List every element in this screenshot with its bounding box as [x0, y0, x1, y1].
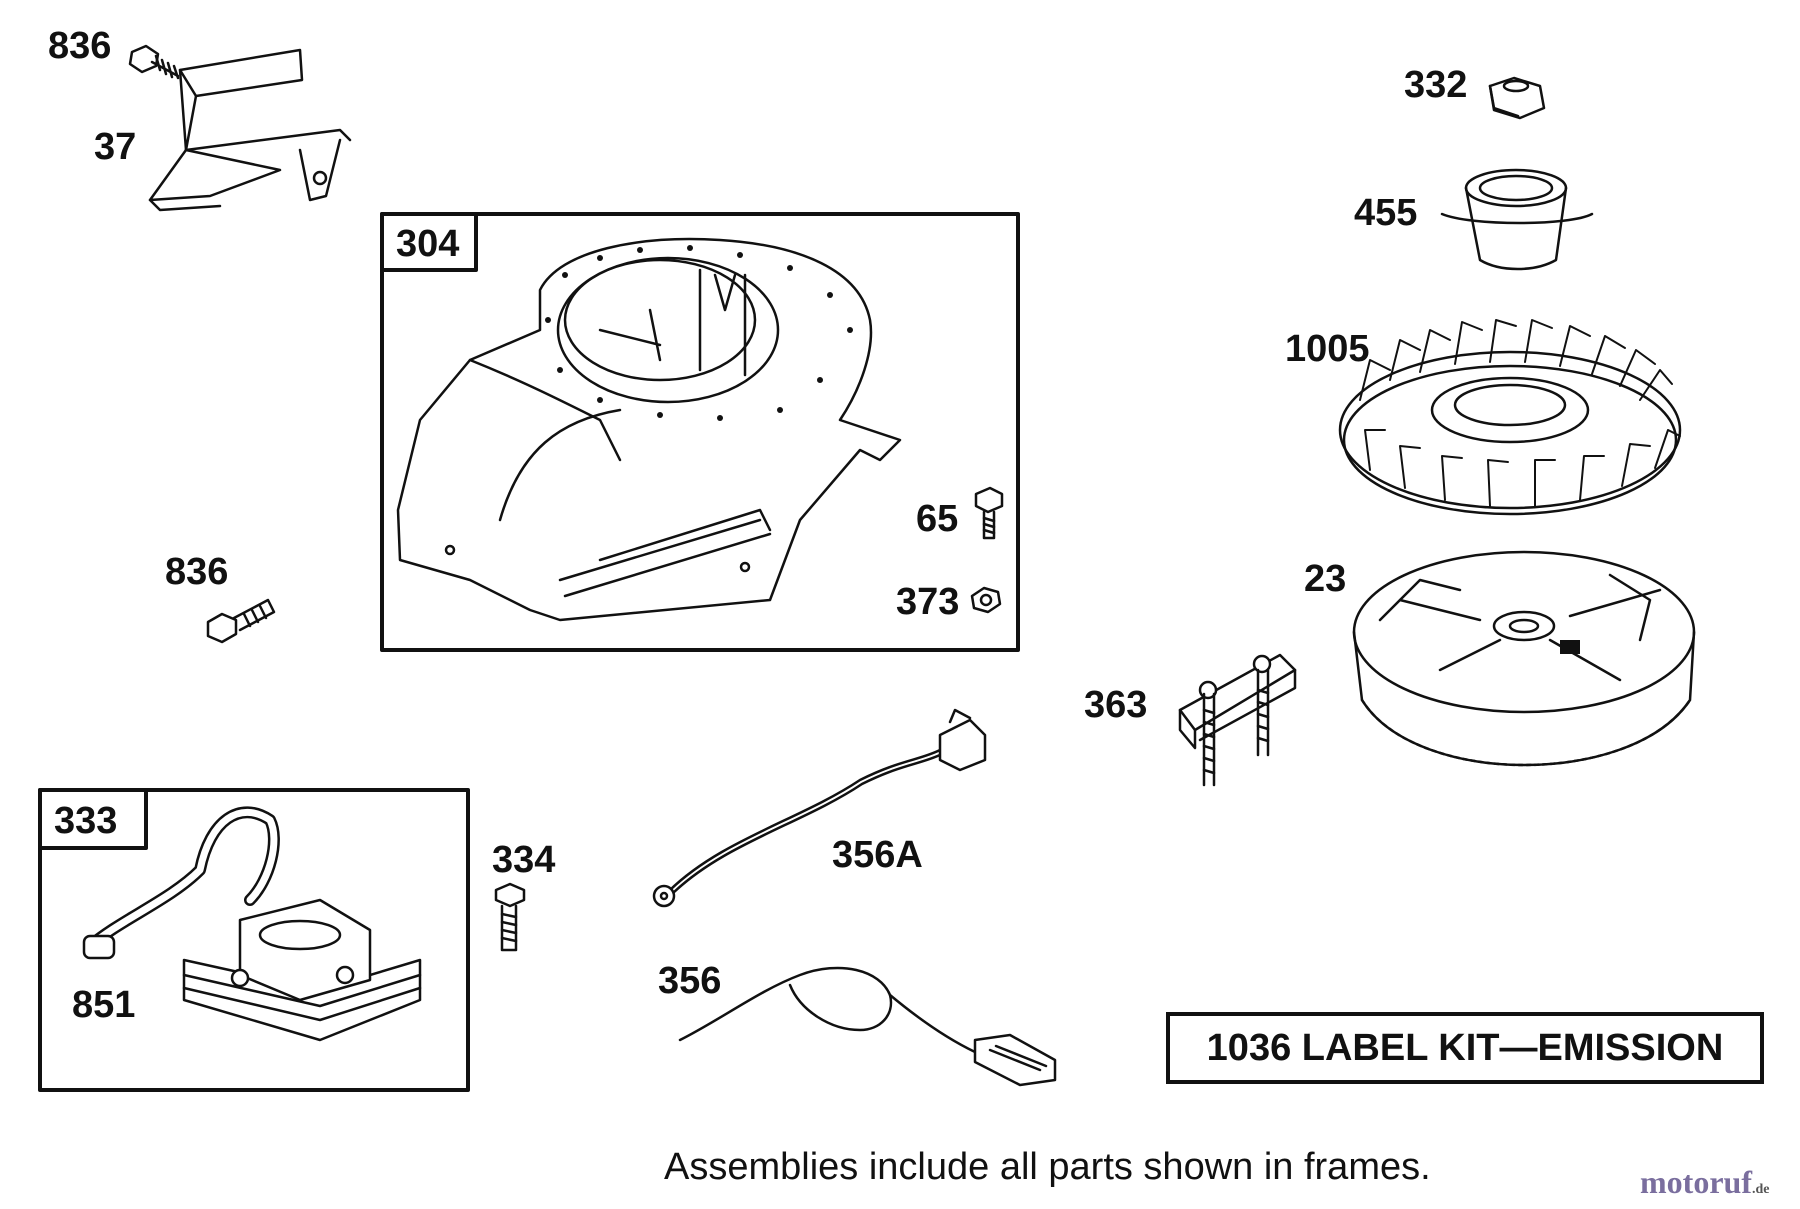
frame-304 — [380, 212, 1020, 652]
label-836-top: 836 — [48, 25, 112, 67]
watermark-name: motoruf — [1640, 1164, 1752, 1200]
watermark-logo: motoruf.de — [1640, 1164, 1769, 1201]
label-356: 356 — [658, 960, 722, 1002]
stop-wire-356 — [678, 966, 1057, 1087]
label-334: 334 — [492, 839, 556, 881]
label-kit-text: 1036 LABEL KIT—EMISSION — [1206, 1026, 1724, 1069]
starter-cup-455 — [1440, 168, 1594, 271]
watermark-tld: .de — [1751, 1182, 1770, 1197]
ignition-armature-851 — [82, 806, 422, 1042]
label-356A: 356A — [832, 834, 923, 876]
nut-373 — [970, 586, 1002, 614]
label-304: 304 — [396, 223, 460, 265]
nut-332 — [1488, 76, 1546, 120]
bracket-363 — [1178, 653, 1297, 787]
air-deflector-37 — [148, 48, 352, 212]
label-836-mid: 836 — [165, 551, 229, 593]
footer-note: Assemblies include all parts shown in fr… — [664, 1146, 1431, 1188]
label-851: 851 — [72, 984, 136, 1026]
label-37: 37 — [94, 126, 137, 168]
screw-836-top — [128, 44, 180, 80]
frame-333 — [38, 788, 470, 1092]
flywheel-23 — [1352, 550, 1696, 767]
blower-housing-304 — [396, 237, 902, 622]
label-23: 23 — [1304, 558, 1347, 600]
label-65: 65 — [916, 498, 959, 540]
ground-wire-356A — [652, 708, 987, 908]
label-332: 332 — [1404, 64, 1468, 106]
label-1005: 1005 — [1285, 328, 1370, 370]
bolt-334 — [494, 882, 526, 952]
label-363: 363 — [1084, 684, 1148, 726]
label-455: 455 — [1354, 192, 1418, 234]
label-373: 373 — [896, 581, 960, 623]
label-kit-box: 1036 LABEL KIT—EMISSION — [1166, 1012, 1764, 1084]
bolt-65 — [974, 486, 1004, 540]
cooling-fan-1005 — [1338, 319, 1682, 516]
label-333: 333 — [54, 800, 118, 842]
screw-836-mid — [206, 598, 276, 644]
